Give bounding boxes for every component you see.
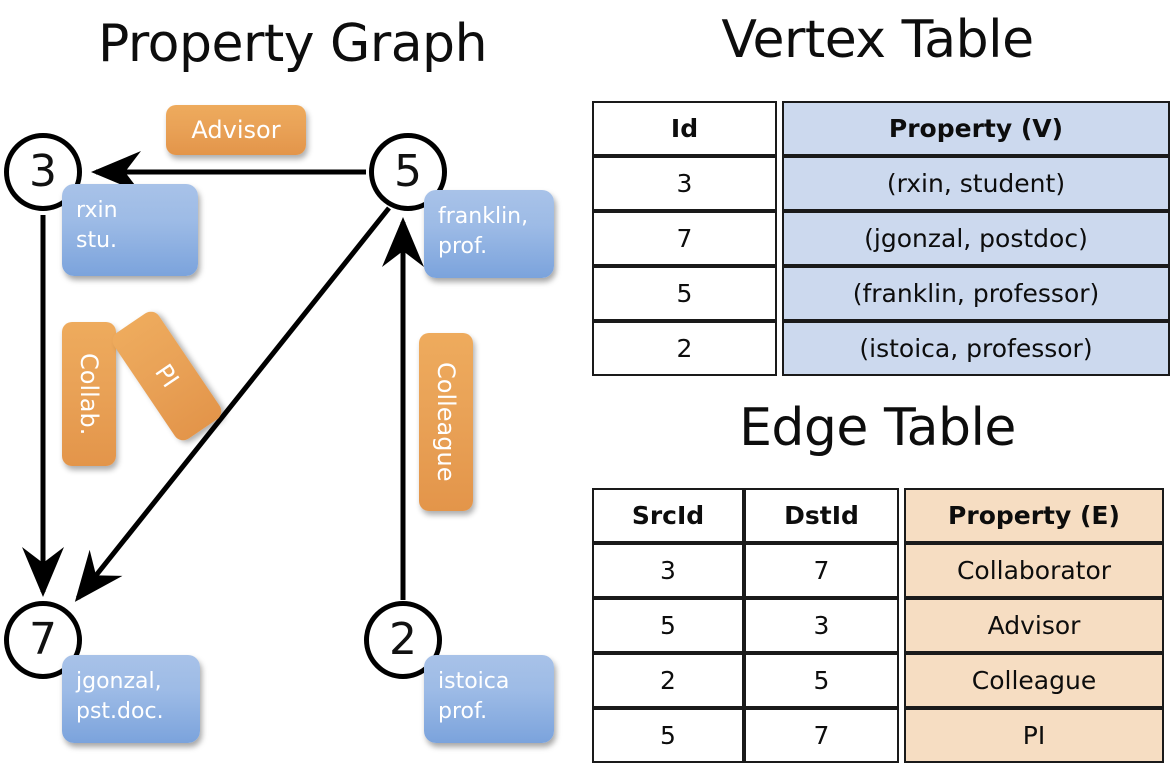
edge-cell-property: Advisor [904, 598, 1164, 653]
table-row[interactable]: 5 7 PI [592, 708, 1164, 763]
column-gap [777, 321, 782, 376]
vertex-id-label: 5 [394, 146, 422, 197]
column-gap [777, 211, 782, 266]
vertex-property-role: stu. [76, 227, 118, 253]
edge-label-advisor: Advisor [166, 105, 306, 155]
edge-label-text: Colleague [432, 362, 460, 482]
table-row[interactable]: 2 (istoica, professor) [592, 321, 1170, 376]
table-row[interactable]: 3 7 Collaborator [592, 543, 1164, 598]
vertex-table-header-id: Id [592, 101, 777, 156]
edge-cell-srcid: 5 [592, 598, 744, 653]
edge-cell-dstid: 7 [744, 543, 899, 598]
vertex-table-header-property: Property (V) [782, 101, 1170, 156]
table-header-row: Id Property (V) [592, 101, 1170, 156]
page-title-property-graph: Property Graph [97, 14, 488, 74]
property-graph-panel: Property Graph 3 5 7 2 [0, 0, 585, 760]
vertex-property-box-jgonzal: jgonzal, pst.doc. [62, 655, 200, 743]
graph-edge-lines [21, 150, 425, 602]
vertex-id-label: 2 [389, 614, 417, 665]
vertex-property-name: rxin [76, 198, 118, 223]
edge-cell-dstid: 7 [744, 708, 899, 763]
table-row[interactable]: 2 5 Colleague [592, 653, 1164, 708]
edge-table-header-property: Property (E) [904, 488, 1164, 543]
table-row[interactable]: 5 3 Advisor [592, 598, 1164, 653]
vertex-cell-id: 5 [592, 266, 777, 321]
edge-label-collab: Collab. [62, 322, 116, 466]
vertex-property-role: prof. [438, 233, 488, 259]
column-gap [777, 101, 782, 156]
edge-cell-srcid: 5 [592, 708, 744, 763]
edge-cell-srcid: 3 [592, 543, 744, 598]
vertex-property-box-rxin: rxin stu. [62, 184, 198, 276]
vertex-property-name: franklin, [438, 204, 529, 229]
edge-label-colleague: Colleague [419, 333, 473, 511]
graph-vertex-5[interactable]: 5 [369, 133, 447, 211]
edge-table-header-srcid: SrcId [592, 488, 744, 543]
column-gap [899, 598, 904, 653]
column-gap [899, 653, 904, 708]
vertex-table: Id Property (V) 3 (rxin, student) 7 (jgo… [592, 101, 1170, 376]
vertex-property-name: jgonzal, [76, 669, 162, 694]
page-title-edge-table: Edge Table [739, 398, 1016, 458]
column-gap [899, 708, 904, 763]
vertex-cell-property: (jgonzal, postdoc) [782, 211, 1170, 266]
table-row[interactable]: 7 (jgonzal, postdoc) [592, 211, 1170, 266]
vertex-property-box-franklin: franklin, prof. [424, 190, 554, 278]
vertex-cell-property: (franklin, professor) [782, 266, 1170, 321]
edge-table-header-dstid: DstId [744, 488, 899, 543]
vertex-id-label: 7 [29, 614, 57, 665]
vertex-cell-property: (istoica, professor) [782, 321, 1170, 376]
edge-table: SrcId DstId Property (E) 3 7 Collaborato… [592, 488, 1164, 763]
edge-label-text: Collab. [75, 352, 103, 436]
column-gap [777, 156, 782, 211]
edge-label-text: Advisor [191, 116, 281, 144]
column-gap [899, 488, 904, 543]
vertex-cell-id: 3 [592, 156, 777, 211]
table-header-row: SrcId DstId Property (E) [592, 488, 1164, 543]
edge-cell-dstid: 3 [744, 598, 899, 653]
vertex-property-box-istoica: istoica prof. [424, 655, 554, 743]
vertex-property-role: prof. [438, 698, 488, 724]
vertex-cell-property: (rxin, student) [782, 156, 1170, 211]
edge-5-to-7 [74, 206, 391, 602]
vertex-property-role: pst.doc. [76, 698, 164, 724]
vertex-cell-id: 7 [592, 211, 777, 266]
page-title-vertex-table: Vertex Table [721, 10, 1034, 70]
edge-label-text: PI [149, 359, 185, 393]
edge-cell-dstid: 5 [744, 653, 899, 708]
vertex-property-name: istoica [438, 669, 510, 694]
column-gap [899, 543, 904, 598]
vertex-id-label: 3 [29, 146, 57, 197]
vertex-cell-id: 2 [592, 321, 777, 376]
edge-cell-property: PI [904, 708, 1164, 763]
edge-cell-srcid: 2 [592, 653, 744, 708]
table-row[interactable]: 5 (franklin, professor) [592, 266, 1170, 321]
edge-cell-property: Collaborator [904, 543, 1164, 598]
column-gap [777, 266, 782, 321]
edge-cell-property: Colleague [904, 653, 1164, 708]
graph-vertex-2[interactable]: 2 [364, 601, 442, 679]
table-row[interactable]: 3 (rxin, student) [592, 156, 1170, 211]
